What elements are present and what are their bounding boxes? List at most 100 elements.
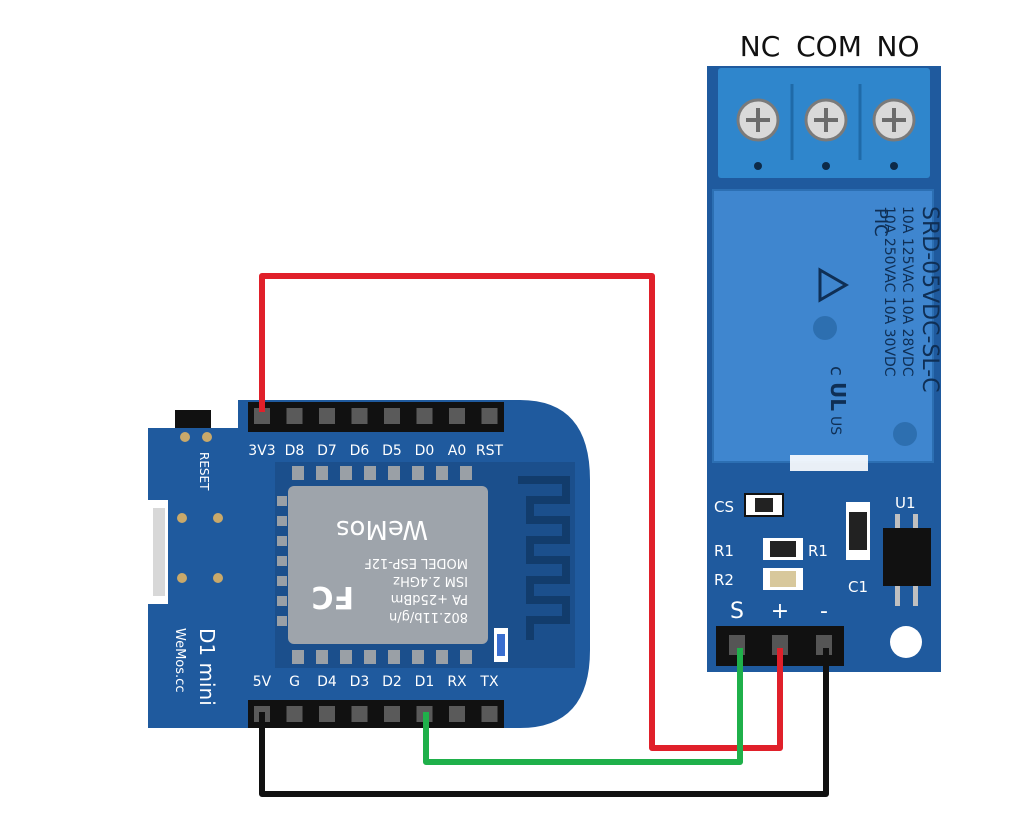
module-pad	[277, 556, 287, 566]
cert-us: US	[827, 416, 843, 435]
module-pad	[412, 466, 424, 480]
module-pad	[364, 650, 376, 664]
module-pad	[340, 466, 352, 480]
module-power: PA +25dBm	[391, 591, 468, 606]
wire-d1-to-s	[423, 648, 743, 765]
module-pad	[277, 576, 287, 586]
header-pin	[319, 408, 335, 424]
label-c1: C1	[848, 578, 868, 596]
pin-label-d7: D7	[317, 443, 337, 459]
pin-label-s: S	[730, 599, 744, 624]
header-pin	[351, 408, 368, 424]
module-pad	[277, 616, 287, 626]
module-wifi: 802.11b/g/n	[389, 609, 468, 624]
module-pad	[277, 516, 287, 526]
pin-label-d6: D6	[350, 443, 370, 459]
pin-label-rst: RST	[476, 443, 504, 459]
pin-label-d4: D4	[317, 674, 337, 690]
relay-brand: PIC	[870, 208, 891, 237]
module-pad	[388, 466, 400, 480]
cert-ul-icon: UL	[826, 382, 850, 411]
module-pad	[277, 596, 287, 606]
header-pin	[449, 408, 465, 424]
module-pad	[292, 650, 304, 664]
header-pin	[286, 408, 303, 424]
bottom-pin-header	[248, 700, 504, 728]
pin-label-a0: A0	[448, 443, 466, 459]
header-pin	[481, 706, 498, 722]
label-r1-right: R1	[808, 542, 828, 560]
relay-rating-1: 10A 125VAC 10A 28VDC	[899, 206, 915, 377]
mounting-hole	[890, 626, 922, 658]
esp-shield	[288, 486, 488, 644]
module-band: ISM 2.4GHz	[393, 573, 468, 588]
top-pin-header	[248, 402, 504, 432]
header-pin	[351, 706, 368, 722]
module-pad	[436, 466, 448, 480]
pin-label-tx: TX	[479, 674, 499, 690]
maker-label: WeMos.cc	[172, 628, 187, 692]
terminal-label-com: COM	[796, 30, 862, 63]
label-cs: CS	[714, 498, 734, 516]
module-pad	[388, 650, 400, 664]
wires	[259, 273, 829, 797]
module-pad	[316, 466, 328, 480]
screw-com-icon	[804, 98, 848, 142]
terminal-label-nc: NC	[740, 30, 781, 63]
top-pins	[254, 408, 498, 424]
module-pads	[277, 466, 472, 664]
reset-label: RESET	[197, 452, 211, 491]
header-pin	[481, 408, 498, 424]
relay-rating-2: 10A 250VAC 10A 30VDC	[881, 206, 897, 377]
header-pin	[286, 706, 303, 722]
relay-dot	[813, 316, 837, 340]
relay-module: NC COM NO PIC 10A 125VAC 10A 28VDC 10A 2…	[707, 30, 942, 672]
esp-print: 802.11b/g/n PA +25dBm ISM 2.4GHz MODEL E…	[311, 514, 468, 624]
wire-3v3-to-plus	[259, 273, 783, 751]
label-r2: R2	[714, 571, 734, 589]
pin-label-d2: D2	[382, 674, 402, 690]
module-pad	[460, 650, 472, 664]
header-pin	[384, 706, 400, 722]
wire-5v-to-minus	[259, 648, 829, 797]
antenna-trace	[518, 476, 570, 640]
board-name: D1 mini	[195, 628, 219, 706]
module-pad	[292, 466, 304, 480]
header-pin	[254, 408, 270, 424]
relay-print: PIC 10A 125VAC 10A 28VDC 10A 250VAC 10A …	[826, 206, 942, 435]
label-r1-left: R1	[714, 542, 734, 560]
header-pin	[319, 706, 335, 722]
header-pin	[384, 408, 400, 424]
pin-label-d5: D5	[382, 443, 402, 459]
pin-label-g: G	[289, 674, 300, 690]
pin-label-3v3: 3V3	[248, 443, 275, 459]
module-pad	[277, 496, 287, 506]
smd-components: CS R1 R1 R2 C1 U1	[714, 493, 931, 606]
relay-dot-2	[893, 422, 917, 446]
reset-button[interactable]	[175, 410, 211, 428]
warning-triangle-icon	[818, 267, 850, 303]
header-pin	[449, 706, 465, 722]
optocoupler-u1	[883, 528, 931, 586]
pin-label-minus: -	[820, 599, 828, 624]
header-pin	[416, 408, 433, 424]
module-pad	[364, 466, 376, 480]
cert-c: c	[826, 366, 847, 376]
module-pad	[340, 650, 352, 664]
pin-label-d3: D3	[350, 674, 370, 690]
module-pad	[436, 650, 448, 664]
terminal-screws	[736, 84, 916, 170]
pin-label-d1: D1	[415, 674, 435, 690]
pin-label-d8: D8	[285, 443, 305, 459]
module-pad	[316, 650, 328, 664]
module-pad	[460, 466, 472, 480]
pin-label-plus: +	[771, 599, 789, 624]
pin-label-rx: RX	[447, 674, 467, 690]
wemos-logo: WeMos	[336, 514, 428, 544]
module-pad	[277, 536, 287, 546]
label-u1: U1	[895, 494, 916, 512]
